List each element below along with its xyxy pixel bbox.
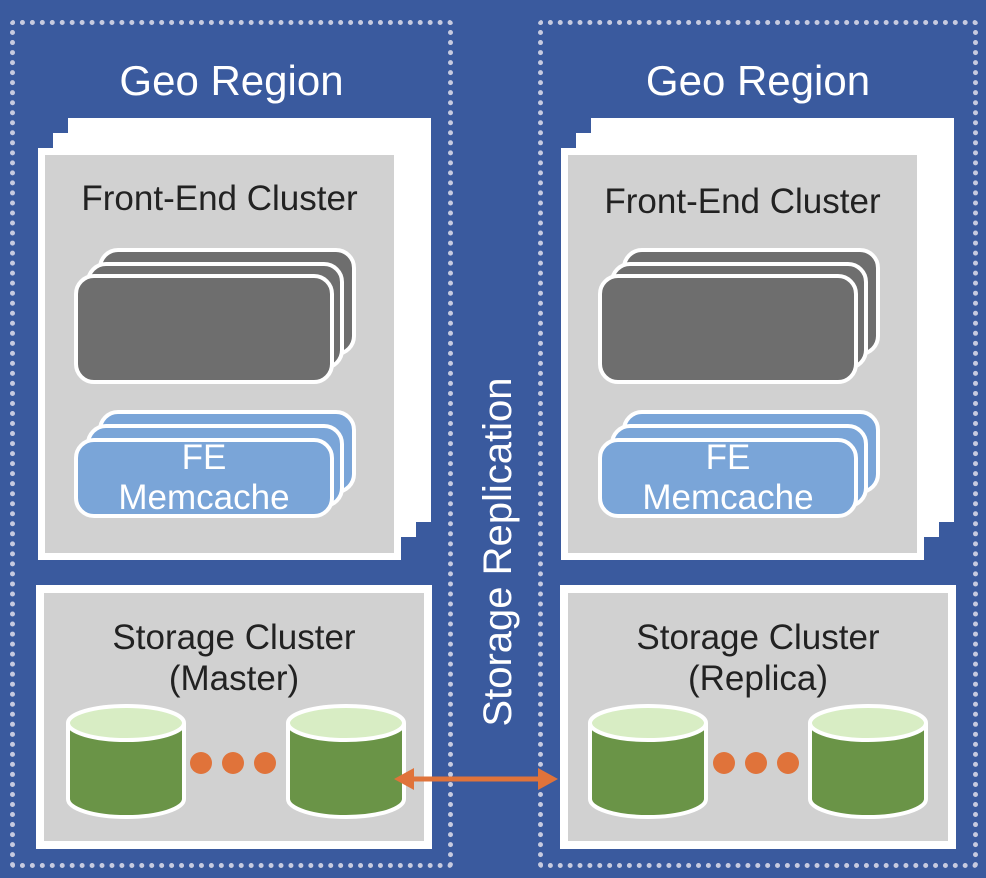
memcache-label-line2: Memcache bbox=[118, 478, 290, 514]
web-server bbox=[598, 274, 858, 384]
storage-cluster-role: (Replica) bbox=[687, 659, 829, 699]
storage-cluster-title: Storage Cluster (Replica) bbox=[568, 617, 948, 700]
database-icon bbox=[286, 704, 406, 819]
ellipsis-dot bbox=[745, 752, 767, 774]
web-server bbox=[74, 274, 334, 384]
fe-memcache bbox=[74, 438, 334, 518]
database-icon bbox=[66, 704, 186, 819]
geo-region-title: Geo Region bbox=[119, 57, 344, 104]
storage-replication-label: Storage Replication bbox=[476, 377, 520, 727]
memcache-label-line1: FE bbox=[181, 438, 227, 477]
geo-region-left bbox=[10, 20, 453, 868]
storage-cluster-name: Storage Cluster bbox=[636, 618, 880, 657]
database-icon bbox=[588, 704, 708, 819]
fe-memcache bbox=[598, 438, 858, 518]
geo-region-title: Geo Region bbox=[645, 57, 871, 104]
storage-cluster-name: Storage Cluster bbox=[112, 618, 356, 657]
front-end-cluster-title: Front-End Cluster bbox=[81, 179, 358, 218]
database-icon bbox=[808, 704, 928, 819]
storage-cluster-title: Storage Cluster (Master) bbox=[44, 617, 424, 700]
ellipsis-dot bbox=[222, 752, 244, 774]
memcache-label-line1: FE bbox=[705, 438, 751, 477]
ellipsis-dot bbox=[254, 752, 276, 774]
front-end-cluster-title: Front-End Cluster bbox=[604, 182, 881, 221]
ellipsis-dot bbox=[713, 752, 735, 774]
ellipsis-dot bbox=[777, 752, 799, 774]
ellipsis-dot bbox=[190, 752, 212, 774]
memcache-label-line2: Memcache bbox=[642, 478, 814, 514]
storage-cluster-role: (Master) bbox=[168, 659, 300, 699]
geo-region-right bbox=[538, 20, 978, 868]
replication-arrow bbox=[394, 768, 558, 790]
